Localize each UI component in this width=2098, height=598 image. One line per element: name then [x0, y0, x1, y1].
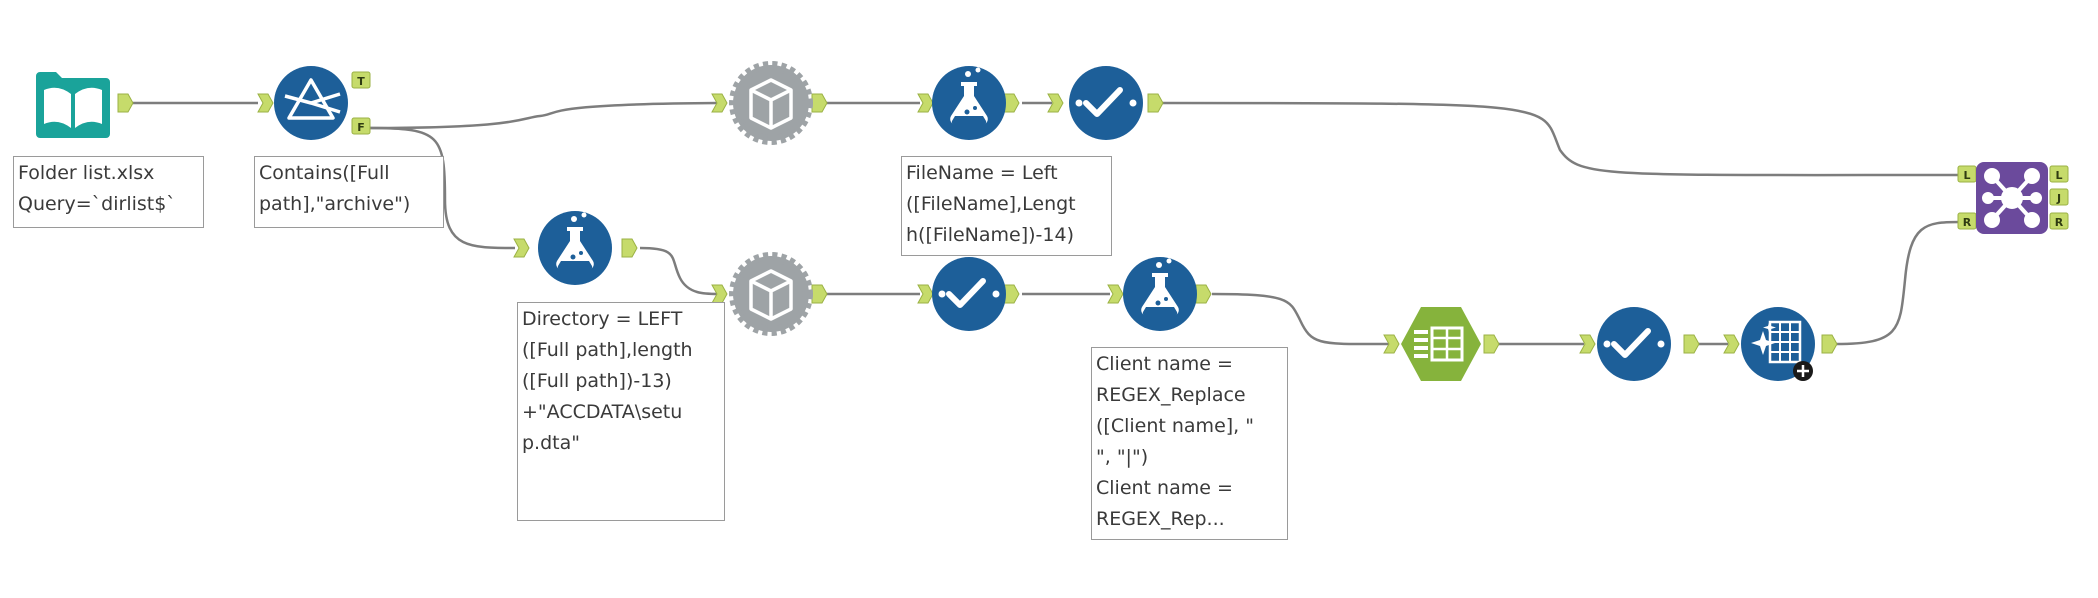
anchor-input-out[interactable] [117, 93, 134, 113]
connector-formula3-to-texttocolumns[interactable] [1211, 292, 1391, 346]
connector-formula2-to-macro2[interactable] [639, 246, 719, 296]
connector-filter-true-to-macro1[interactable] [369, 101, 719, 130]
labeled-anchors: T F L R L J R [351, 71, 2069, 230]
connector-filter-false-to-formula2[interactable] [369, 126, 516, 250]
anchor-join-right-in[interactable]: R [1957, 212, 1977, 230]
macro-tool-1[interactable] [729, 61, 813, 145]
checkmark-icon [946, 278, 986, 308]
anchor-select1-in[interactable] [1047, 93, 1064, 113]
flask-icon [556, 212, 594, 271]
macro-box-icon [749, 269, 793, 321]
anchor-macro1-out[interactable] [811, 93, 828, 113]
formula-tool-2[interactable] [538, 211, 612, 285]
select-tool-3[interactable] [1597, 307, 1671, 381]
anchor-macro2-out[interactable] [811, 284, 828, 304]
anchor-filter-true[interactable]: T [351, 71, 371, 89]
join-tool[interactable] [1976, 162, 2048, 234]
anchor-texttocolumns-out[interactable] [1483, 334, 1500, 354]
macro-box-icon [749, 78, 793, 130]
anchor-join-join-out-label: J [2056, 192, 2061, 205]
anchor-formula2-in[interactable] [513, 238, 530, 258]
select-tool-2[interactable] [932, 257, 1006, 331]
formula-tool-3[interactable] [1123, 257, 1197, 331]
data-cleansing-tool[interactable] [1741, 307, 1815, 381]
anchor-macro1-in[interactable] [711, 93, 728, 113]
anchor-select1-out[interactable] [1147, 93, 1164, 113]
anchor-filter-in[interactable] [257, 93, 274, 113]
connector-select1-to-join-left[interactable] [1159, 101, 1961, 177]
annotation-formula-client: Client name = REGEX_Replace ([Client nam… [1091, 347, 1288, 540]
formula-tool-1[interactable] [932, 66, 1006, 140]
select-tool-1[interactable] [1069, 66, 1143, 140]
anchor-join-left-in[interactable]: L [1957, 165, 1977, 183]
anchor-select2-in[interactable] [917, 284, 934, 304]
flask-icon [950, 67, 988, 126]
connector-cleanse-to-join-right[interactable] [1835, 220, 1961, 346]
anchor-filter-false[interactable]: F [351, 117, 371, 135]
anchor-formula1-out[interactable] [1003, 93, 1020, 113]
anchor-join-left-out[interactable]: L [2049, 165, 2069, 183]
anchor-formula3-out[interactable] [1195, 284, 1212, 304]
anchor-select3-out[interactable] [1683, 334, 1700, 354]
annotation-filter: Contains([Full path],"archive") [254, 156, 444, 228]
anchor-cleanse-in[interactable] [1723, 334, 1740, 354]
anchor-join-right-in-label: R [1963, 216, 1972, 229]
anchor-texttocolumns-in[interactable] [1383, 334, 1400, 354]
checkmark-icon [1083, 87, 1123, 117]
anchor-join-left-in-label: L [1963, 169, 1970, 182]
macro-tool-2[interactable] [729, 252, 813, 336]
anchor-filter-true-label: T [357, 75, 365, 88]
anchors [117, 93, 1838, 354]
anchor-formula3-in[interactable] [1107, 284, 1124, 304]
anchor-formula1-in[interactable] [917, 93, 934, 113]
anchor-join-right-out-label: R [2055, 216, 2064, 229]
anchor-select3-in[interactable] [1579, 334, 1596, 354]
anchor-formula2-out[interactable] [621, 238, 638, 258]
annotation-formula-directory: Directory = LEFT ([Full path],length ([F… [517, 302, 725, 521]
text-to-columns-tool[interactable] [1401, 307, 1481, 381]
table-columns-icon [1414, 326, 1464, 362]
anchor-filter-false-label: F [357, 121, 365, 134]
anchor-join-right-out[interactable]: R [2049, 212, 2069, 230]
anchor-join-left-out-label: L [2055, 169, 2062, 182]
checkmark-icon [1611, 328, 1651, 358]
annotation-formula-filename: FileName = Left ([FileName],Lengt h([Fil… [901, 156, 1112, 256]
anchor-select2-out[interactable] [1003, 284, 1020, 304]
filter-prism-icon [284, 78, 341, 120]
annotation-input-data: Folder list.xlsx Query=`dirlist$` [13, 156, 204, 228]
input-data-tool[interactable] [36, 72, 110, 138]
anchor-join-join-out[interactable]: J [2049, 188, 2069, 206]
sparkle-grid-icon [1751, 320, 1813, 381]
anchor-cleanse-out[interactable] [1821, 334, 1838, 354]
filter-tool[interactable] [274, 66, 348, 140]
join-network-icon [1982, 168, 2042, 228]
flask-icon [1141, 258, 1179, 317]
